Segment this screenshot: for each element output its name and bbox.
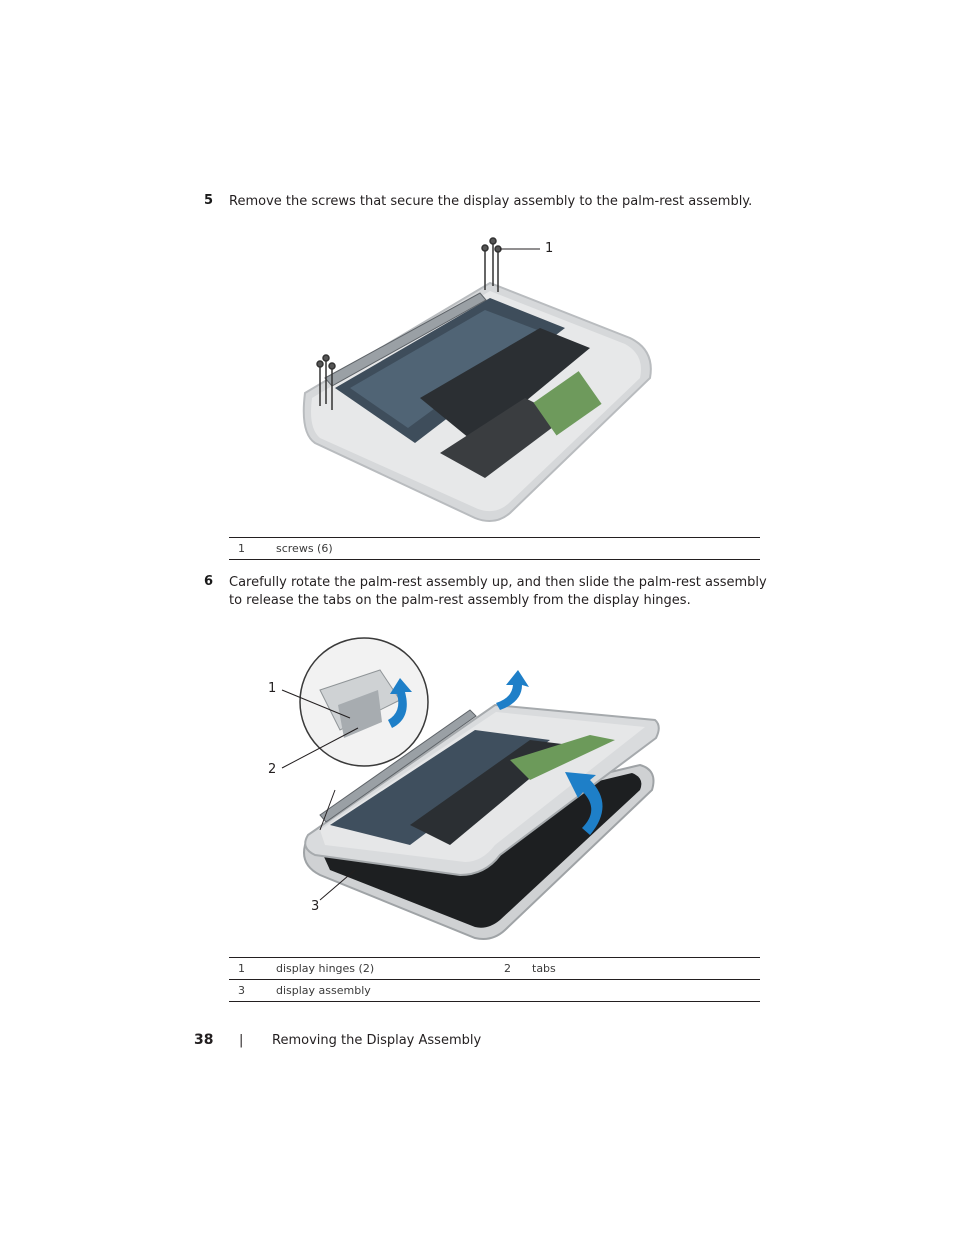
page-number: 38: [194, 1032, 214, 1048]
figure-screws-removal: [302, 237, 652, 523]
step-5-number: 5: [204, 193, 214, 208]
legend-label: screws (6): [276, 542, 333, 555]
rotate-arrow-icon: [565, 772, 603, 835]
step-6-text-line-1: Carefully rotate the palm-rest assembly …: [229, 575, 767, 590]
figure-2-callout-2: 2: [268, 762, 277, 777]
figure-2-callout-3: 3: [311, 899, 320, 914]
legend-number: 2: [504, 962, 511, 975]
legend-number: 3: [238, 984, 245, 997]
legend-number: 1: [238, 962, 245, 975]
footer-separator: |: [239, 1033, 244, 1048]
screws-left-group: [316, 354, 336, 410]
step-5-text: Remove the screws that secure the displa…: [229, 194, 753, 209]
legend-number: 1: [238, 542, 245, 555]
legend-label: display assembly: [276, 984, 371, 997]
screws-top-group: [481, 237, 502, 292]
step-6-number: 6: [204, 574, 214, 589]
figure-2-callout-1: 1: [268, 681, 277, 696]
table-row: 1 screws (6): [229, 537, 760, 560]
legend-table-step-6: 1 display hinges (2) 2 tabs 3 display as…: [229, 957, 760, 1002]
legend-label: display hinges (2): [276, 962, 375, 975]
footer-section-title: Removing the Display Assembly: [272, 1033, 482, 1048]
legend-label: tabs: [532, 962, 556, 975]
slide-arrow-icon: [496, 670, 529, 710]
step-6-text-line-2: to release the tabs on the palm-rest ass…: [229, 593, 691, 608]
figure-1-callout-1: 1: [545, 241, 554, 256]
table-row: 1 display hinges (2) 2 tabs: [229, 957, 760, 980]
legend-table-step-5: 1 screws (6): [229, 537, 760, 560]
figure-rotate-palm-rest: [281, 637, 660, 940]
table-row: 3 display assembly: [229, 979, 760, 1002]
hinge-arrow-icon: [388, 678, 412, 728]
